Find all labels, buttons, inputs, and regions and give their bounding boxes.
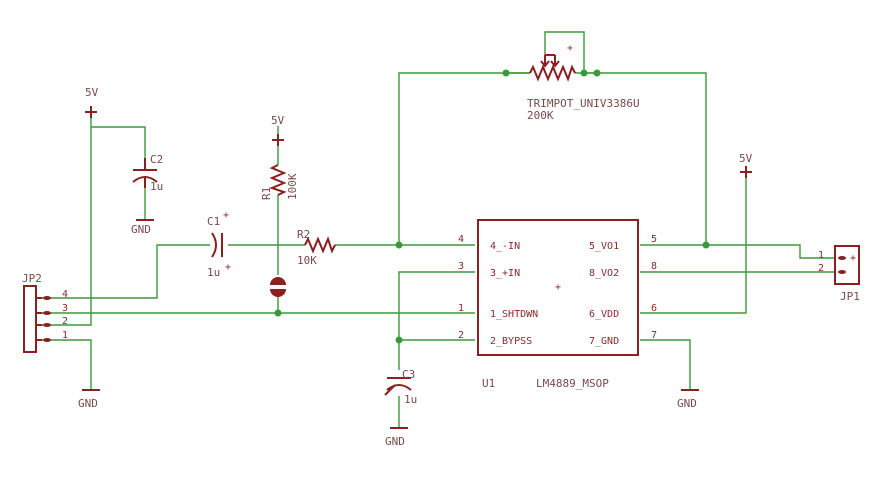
- c1-name: C1: [207, 215, 220, 228]
- r1-value: 100K: [286, 173, 299, 200]
- c1-plus-2: +: [225, 262, 231, 273]
- supply-label: 5V: [739, 152, 753, 165]
- pin-label: 4_-IN: [490, 241, 520, 252]
- supply-5v-r1: 5V: [271, 114, 285, 146]
- supply-5v-right: 5V: [739, 152, 753, 178]
- c3-name: C3: [402, 368, 415, 381]
- pin-label: 1_SHTDWN: [490, 309, 538, 320]
- pin-num: 5: [651, 234, 657, 245]
- jp2-pin: 2: [62, 316, 68, 327]
- net-wires: [42, 31, 835, 428]
- c2-value: 1u: [150, 180, 163, 193]
- pin-num: 3: [458, 261, 464, 272]
- supply-5v-left: 5V: [85, 86, 99, 118]
- resistor-r1: R1 100K: [260, 164, 299, 200]
- pin-label: 5_VO1: [589, 241, 619, 252]
- capacitor-c3: C3 1u: [384, 368, 417, 406]
- c1-plus: +: [223, 210, 229, 221]
- capacitor-c1: C1 + 1u +: [207, 210, 231, 279]
- gnd-c3: GND: [385, 427, 408, 448]
- jp1-pin: 2: [818, 263, 824, 274]
- trimpot-value: 200K: [527, 109, 554, 122]
- connector-jp1: + 1 2 JP1: [818, 245, 860, 303]
- capacitor-c2: C2 1u: [132, 153, 163, 193]
- r2-value: 10K: [297, 254, 317, 267]
- resistor-r2: R2 10K: [297, 228, 336, 267]
- r2-name: R2: [297, 228, 310, 241]
- trimpot-name: TRIMPOT_UNIV3386U: [527, 97, 640, 110]
- pin-num: 6: [651, 303, 657, 314]
- r1-name: R1: [260, 187, 273, 200]
- jp2-name: JP2: [22, 272, 42, 285]
- c2-name: C2: [150, 153, 163, 166]
- gnd-u1: GND: [677, 389, 699, 410]
- pin-num: 2: [458, 330, 464, 341]
- c3-value: 1u: [404, 393, 417, 406]
- pin-num: 4: [458, 234, 464, 245]
- jp1-plus: +: [850, 253, 856, 264]
- ic-origin-plus: +: [555, 282, 561, 293]
- supply-label: 5V: [85, 86, 99, 99]
- jp1-name: JP1: [840, 290, 860, 303]
- jp2-pin: 1: [62, 330, 68, 341]
- gnd-label: GND: [131, 223, 151, 236]
- pin-label: 6_VDD: [589, 309, 619, 320]
- c1-value: 1u: [207, 266, 220, 279]
- gnd-label: GND: [385, 435, 405, 448]
- u1-value: LM4889_MSOP: [536, 377, 609, 390]
- pin-label: 8_VO2: [589, 268, 619, 279]
- gnd-label: GND: [677, 397, 697, 410]
- pin-num: 8: [651, 261, 657, 272]
- pin-label: 3_+IN: [490, 268, 520, 279]
- trimpot-plus: +: [567, 43, 573, 54]
- junction-dots: [274, 69, 710, 344]
- pin-num: 7: [651, 330, 657, 341]
- gnd-label: GND: [78, 397, 98, 410]
- solder-jumper: [270, 277, 286, 297]
- pin-num: 1: [458, 303, 464, 314]
- trimpot: + TRIMPOT_UNIV3386U 200K: [506, 43, 640, 122]
- ic-u1: + 4 3 1 2 5 8 6 7 4_-IN 3_+IN 1_SHTDWN 2…: [458, 219, 657, 390]
- jp2-pin: 4: [62, 289, 68, 300]
- connector-jp2: JP2 4 3 2 1: [22, 272, 68, 353]
- u1-name: U1: [482, 377, 495, 390]
- jp1-pin: 1: [818, 250, 824, 261]
- pin-label: 2_BYPSS: [490, 336, 532, 347]
- gnd-c2: GND: [131, 219, 154, 236]
- jp2-pin: 3: [62, 303, 68, 314]
- gnd-jp2: GND: [78, 389, 100, 410]
- pin-label: 7_GND: [589, 336, 619, 347]
- supply-label: 5V: [271, 114, 285, 127]
